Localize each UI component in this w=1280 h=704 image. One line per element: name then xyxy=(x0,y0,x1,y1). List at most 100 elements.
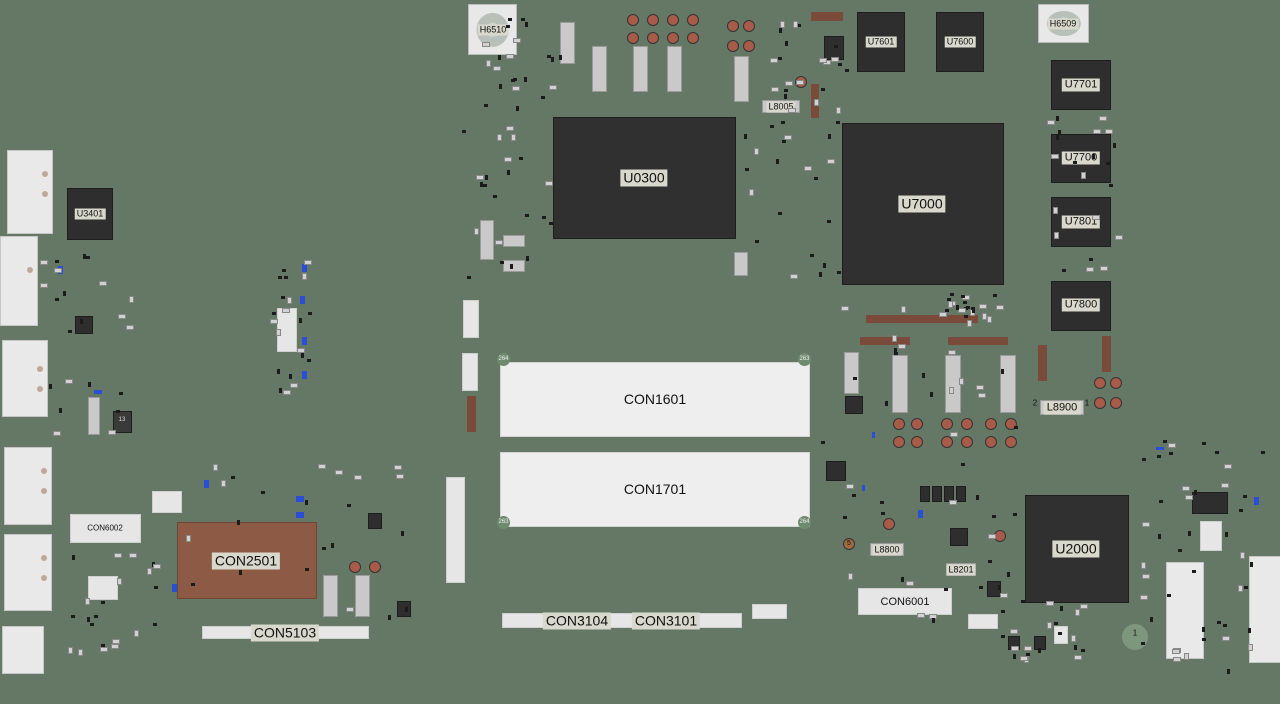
chip-u0300[interactable]: U0300 xyxy=(553,117,736,239)
smd-part xyxy=(964,315,968,318)
small-connector-5[interactable] xyxy=(1054,626,1068,644)
vertical-connector-1[interactable] xyxy=(446,477,465,583)
smd-part xyxy=(521,18,525,21)
smd-part xyxy=(500,261,504,264)
capacitor-1[interactable] xyxy=(592,46,607,92)
chip-u2000[interactable]: U2000 xyxy=(1025,495,1129,603)
connector-label-con1601: CON1601 xyxy=(623,391,687,407)
smd-part xyxy=(1227,669,1230,674)
smd-part xyxy=(894,348,897,353)
capacitor-9[interactable] xyxy=(355,575,370,617)
edge-port-right-2[interactable] xyxy=(1249,556,1280,663)
edge-port-3[interactable] xyxy=(2,340,48,417)
resistor xyxy=(848,573,853,580)
chip-u7600[interactable]: U7600 xyxy=(936,12,984,72)
round-cap-12 xyxy=(743,40,755,52)
edge-port-6[interactable] xyxy=(2,626,44,674)
smd-part xyxy=(778,212,782,215)
connector-con6002[interactable]: CON6002 xyxy=(70,514,141,543)
blue-part-12 xyxy=(872,432,875,438)
chip-label-u7800: U7800 xyxy=(1061,298,1101,312)
resistor xyxy=(270,319,278,324)
smd-part xyxy=(834,45,838,48)
connector-con2501[interactable]: CON2501 xyxy=(177,522,317,599)
resistor xyxy=(111,644,119,649)
capacitor-14[interactable] xyxy=(734,252,748,276)
smd-part xyxy=(1021,600,1025,603)
inductor-l8201[interactable]: L8201 xyxy=(946,563,976,576)
resistor xyxy=(978,393,986,398)
inductor-label-l8201: L8201 xyxy=(946,564,976,576)
smd-part xyxy=(776,159,779,164)
edge-port-5[interactable] xyxy=(4,534,52,611)
smd-part xyxy=(508,18,512,21)
resistor xyxy=(474,228,479,235)
vertical-connector-3[interactable] xyxy=(462,353,478,391)
small-chip-12 xyxy=(932,486,942,502)
capacitor-10[interactable] xyxy=(844,352,859,394)
edge-port-right-1[interactable] xyxy=(1166,562,1204,659)
round-cap-15 xyxy=(941,418,953,430)
resistor xyxy=(1075,609,1080,616)
connector-label-con2501: CON2501 xyxy=(211,552,281,570)
capacitor-11[interactable] xyxy=(892,355,908,413)
chip-u7800[interactable]: U7800 xyxy=(1051,281,1111,331)
round-cap-13 xyxy=(893,418,905,430)
capacitor-3[interactable] xyxy=(667,46,682,92)
inductor-strip-8 xyxy=(860,337,910,345)
chip-u7801[interactable]: U7801 xyxy=(1051,197,1111,247)
smd-part xyxy=(1013,654,1016,659)
smd-part xyxy=(1215,451,1219,454)
small-connector-3[interactable] xyxy=(752,604,787,619)
capacitor-4[interactable] xyxy=(734,56,749,102)
resistor xyxy=(1020,656,1028,661)
capacitor-8[interactable] xyxy=(323,575,338,617)
capacitor-15[interactable] xyxy=(503,235,525,247)
inductor-l8800[interactable]: L8800 xyxy=(870,543,904,556)
resistor xyxy=(784,135,792,140)
small-connector-1[interactable] xyxy=(152,491,182,513)
connector-con1601[interactable]: CON1601 xyxy=(500,362,810,437)
capacitor-16[interactable] xyxy=(503,260,525,272)
smd-part xyxy=(755,240,759,243)
smd-part xyxy=(506,25,510,28)
smd-part xyxy=(821,88,825,91)
connector-con3101[interactable]: CON3101 xyxy=(631,612,742,630)
chip-u7601[interactable]: U7601 xyxy=(857,12,905,72)
connector-con1701[interactable]: CON1701 xyxy=(500,452,810,527)
resistor xyxy=(53,431,61,436)
capacitor-13[interactable] xyxy=(1000,355,1016,413)
round-cap-16 xyxy=(961,418,973,430)
smd-part xyxy=(845,69,849,72)
chip-u3401[interactable]: U3401 xyxy=(67,188,113,240)
smd-part xyxy=(1150,617,1153,622)
edge-port-1[interactable] xyxy=(7,150,53,234)
capacitor-6[interactable] xyxy=(480,220,494,260)
smd-part xyxy=(998,585,1001,590)
pin-marker-con1701-left: 263 xyxy=(497,516,510,529)
smd-part xyxy=(549,222,553,225)
chip-u7000[interactable]: U7000 xyxy=(842,123,1004,285)
vertical-connector-2[interactable] xyxy=(463,300,479,338)
smd-part xyxy=(289,374,292,379)
smd-part xyxy=(1106,162,1110,165)
chip-right-small[interactable] xyxy=(1192,492,1228,514)
smd-part xyxy=(305,568,309,571)
edge-port-4[interactable] xyxy=(4,447,52,525)
small-connector-right[interactable] xyxy=(1200,521,1222,551)
resistor xyxy=(967,320,972,327)
connector-con6001[interactable]: CON6001 xyxy=(858,588,952,615)
resistor xyxy=(814,99,819,106)
connector-con3104[interactable]: CON3104 xyxy=(502,612,634,630)
edge-port-2[interactable] xyxy=(0,236,38,326)
small-chip-14 xyxy=(956,486,966,502)
inductor-l8900[interactable]: L8900 xyxy=(1040,400,1084,415)
chip-u7701[interactable]: U7701 xyxy=(1051,60,1111,110)
capacitor-2[interactable] xyxy=(633,46,648,92)
small-connector-4[interactable] xyxy=(968,614,998,629)
capacitor-7[interactable] xyxy=(88,397,100,435)
small-connector-2[interactable] xyxy=(88,576,118,600)
capacitor-5[interactable] xyxy=(560,22,575,64)
connector-con5103[interactable]: CON5103 xyxy=(202,624,369,642)
